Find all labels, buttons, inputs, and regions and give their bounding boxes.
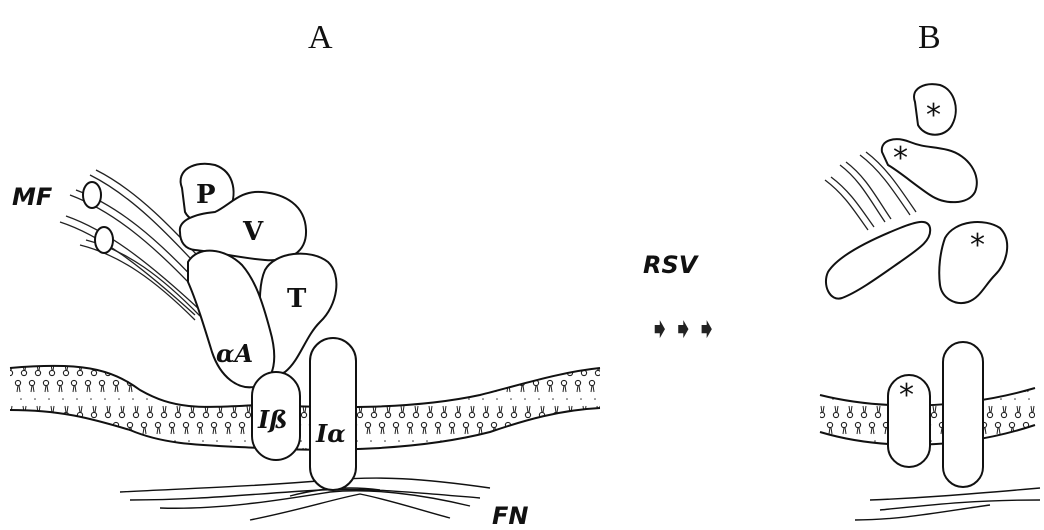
asterisk-marker: *	[970, 228, 985, 263]
asterisk-marker: *	[893, 141, 908, 176]
membrane-a	[0, 350, 610, 460]
filament-loop	[95, 227, 113, 253]
panel-a: A	[0, 19, 610, 530]
asterisk-marker: *	[926, 98, 941, 133]
integrin-alpha-b	[943, 342, 983, 487]
label-mf: MF	[12, 183, 53, 211]
filament-loop	[83, 182, 101, 208]
label-p: P	[196, 180, 216, 210]
label-fn: FN	[492, 502, 528, 530]
panel-b: B * * * *	[815, 19, 1040, 520]
fibronectin-b	[855, 488, 1040, 520]
label-t: T	[287, 284, 307, 314]
panel-a-letter: A	[308, 19, 333, 56]
integrin-alpha	[310, 338, 356, 490]
label-integrin-beta: Iß	[257, 405, 287, 434]
label-v: V	[242, 217, 264, 247]
asterisk-marker: *	[899, 378, 914, 413]
fibronectin-a	[120, 478, 490, 520]
panel-b-letter: B	[918, 19, 941, 56]
arrow-icon: ➧➧➧	[648, 312, 718, 345]
label-alpha-actinin: αA	[216, 339, 253, 368]
fragment-3	[826, 222, 930, 299]
rsv-label: RSV	[643, 251, 700, 279]
transition: RSV ➧➧➧	[643, 251, 718, 345]
label-integrin-alpha: Iα	[315, 419, 346, 448]
